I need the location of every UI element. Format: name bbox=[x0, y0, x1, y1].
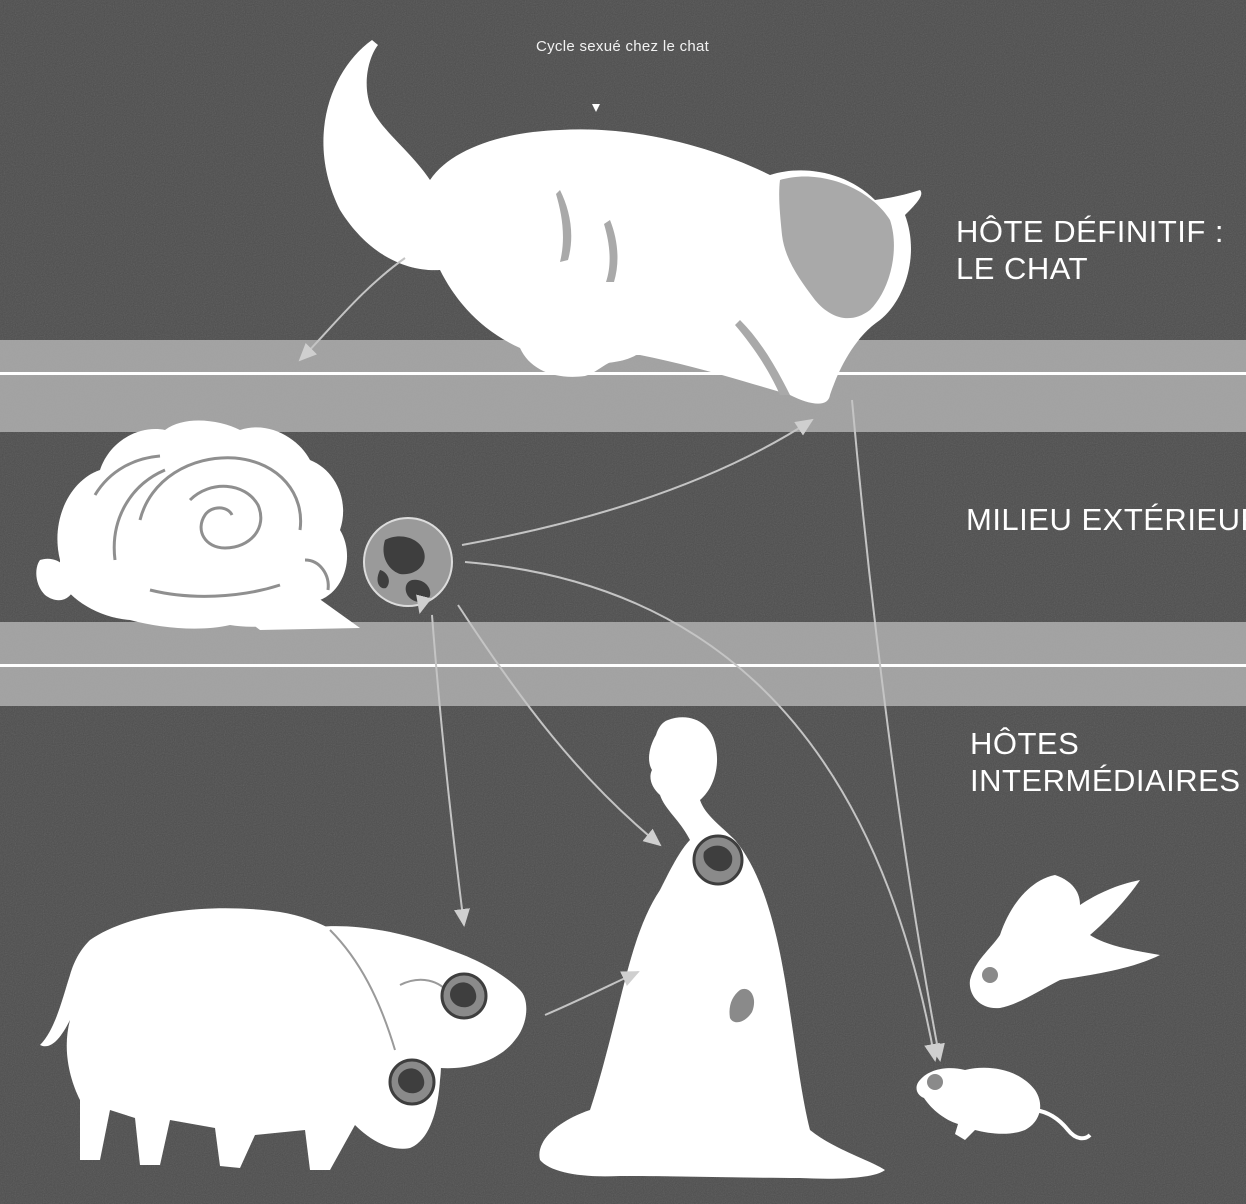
divider-lower bbox=[0, 664, 1246, 667]
label-intermediate-hosts-line2: INTERMÉDIAIRES bbox=[970, 763, 1241, 800]
oocyst bbox=[364, 518, 452, 606]
divider-upper bbox=[0, 372, 1246, 375]
caption-sexual-cycle: Cycle sexué chez le chat bbox=[536, 38, 709, 56]
label-definitive-host-line2: LE CHAT bbox=[956, 251, 1224, 288]
label-intermediate-hosts: HÔTES INTERMÉDIAIRES bbox=[970, 726, 1241, 799]
label-definitive-host-line1: HÔTE DÉFINITIF : bbox=[956, 214, 1224, 251]
label-external-environment-line1: MILIEU EXTÉRIEUR bbox=[966, 502, 1246, 539]
label-external-environment: MILIEU EXTÉRIEUR bbox=[966, 502, 1246, 539]
label-definitive-host: HÔTE DÉFINITIF : LE CHAT bbox=[956, 214, 1224, 287]
label-intermediate-hosts-line1: HÔTES bbox=[970, 726, 1241, 763]
